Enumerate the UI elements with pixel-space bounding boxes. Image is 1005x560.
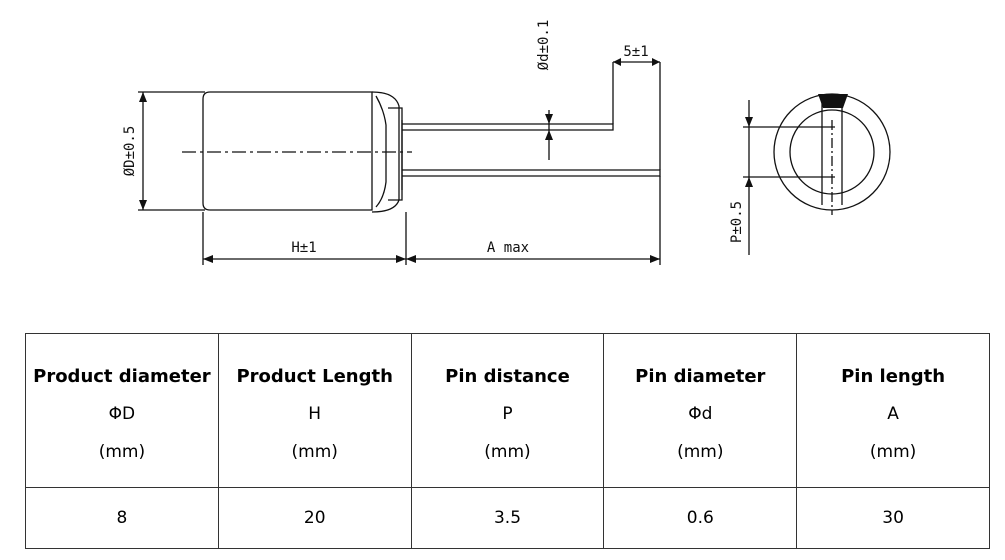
spec-table: Product diameter ΦD (mm) Product Length … (25, 333, 990, 549)
header-unit: (mm) (869, 441, 917, 462)
header-symbol: Φd (688, 403, 713, 424)
header-unit: (mm) (677, 441, 724, 462)
header-symbol: H (308, 403, 322, 424)
header-name: Pin diameter (635, 365, 766, 387)
value-diameter: 8 (25, 487, 219, 549)
header-symbol: ΦD (108, 403, 136, 424)
lead-upper (402, 123, 614, 131)
label-diameter: ØD±0.5 (122, 126, 138, 177)
label-length: H±1 (291, 240, 316, 256)
header-cell-diameter: Product diameter ΦD (mm) (25, 333, 219, 488)
capacitor-seal (371, 91, 400, 213)
capacitor-dimension-drawing: ØD±0.5 H±1 A max Ød±0.1 5±1 P±0.5 (122, 20, 891, 265)
value-length: 20 (217, 487, 412, 549)
polarity-band (818, 94, 848, 108)
header-cell-pin-distance: Pin distance P (mm) (410, 333, 605, 488)
value-pin-distance: 3.5 (410, 487, 605, 549)
header-name: Pin distance (445, 365, 570, 387)
capacitor-body (202, 91, 373, 211)
header-name: Pin length (841, 365, 946, 387)
label-pin-length: A max (487, 240, 529, 256)
header-name: Product diameter (33, 365, 211, 387)
header-row: Product diameter ΦD (mm) Product Length … (25, 333, 990, 488)
header-symbol: P (502, 403, 513, 424)
label-lead-offset: 5±1 (623, 44, 648, 60)
header-symbol: A (887, 403, 899, 424)
value-row: 8 20 3.5 0.6 30 (25, 487, 990, 549)
header-cell-length: Product Length H (mm) (217, 333, 412, 488)
lead-lower (402, 169, 661, 177)
header-cell-pin-diameter: Pin diameter Φd (mm) (603, 333, 798, 488)
label-pin-distance: P±0.5 (729, 201, 745, 243)
header-unit: (mm) (98, 441, 146, 462)
header-unit: (mm) (484, 441, 531, 462)
header-unit: (mm) (291, 441, 338, 462)
header-cell-pin-length: Pin length A (mm) (796, 333, 990, 488)
label-pin-diameter: Ød±0.1 (536, 20, 552, 71)
value-pin-diameter: 0.6 (603, 487, 798, 549)
header-name: Product Length (236, 365, 393, 387)
value-pin-length: 30 (796, 487, 990, 549)
